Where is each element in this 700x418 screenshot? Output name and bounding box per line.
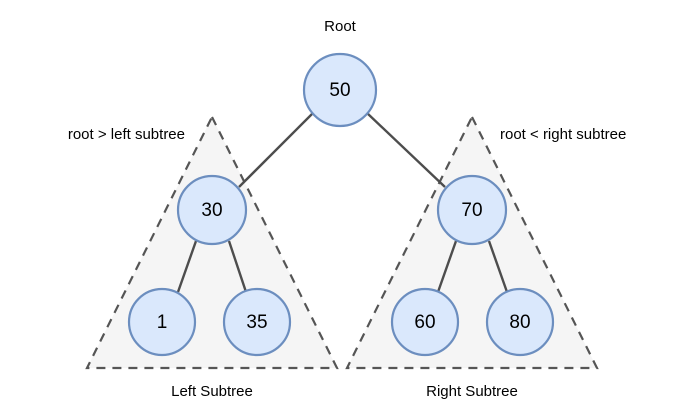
- node-left-leaf-a[interactable]: [127, 287, 197, 357]
- node-left-child[interactable]: [176, 174, 248, 246]
- edge-left-to-leaf-b: [227, 240, 248, 293]
- edge-right-to-leaf-a: [436, 240, 458, 293]
- node-right-leaf-a[interactable]: [390, 287, 460, 357]
- node-right-leaf-b[interactable]: [485, 287, 555, 357]
- node-right-leaf-b-label: 80: [509, 312, 530, 333]
- node-left-leaf-b[interactable]: [222, 287, 292, 357]
- edge-root-to-right: [366, 112, 446, 188]
- node-root-label: 50: [329, 80, 350, 101]
- node-right-leaf-a-label: 60: [414, 312, 435, 333]
- edge-root-to-left: [238, 112, 314, 188]
- left-rule-annotation: root > left subtree: [68, 126, 185, 143]
- right-subtree-caption: Right Subtree: [426, 383, 518, 400]
- right-rule-annotation: root < right subtree: [500, 126, 626, 143]
- root-title-label: Root: [324, 18, 357, 35]
- edge-left-to-leaf-a: [176, 240, 198, 293]
- node-left-child-label: 30: [201, 200, 222, 221]
- node-left-leaf-b-label: 35: [246, 312, 267, 333]
- left-subtree-caption: Left Subtree: [171, 383, 253, 400]
- node-root[interactable]: [302, 52, 378, 128]
- node-right-child[interactable]: [436, 174, 508, 246]
- node-left-leaf-a-label: 1: [157, 312, 168, 333]
- node-right-child-label: 70: [461, 200, 482, 221]
- edge-right-to-leaf-b: [487, 240, 509, 293]
